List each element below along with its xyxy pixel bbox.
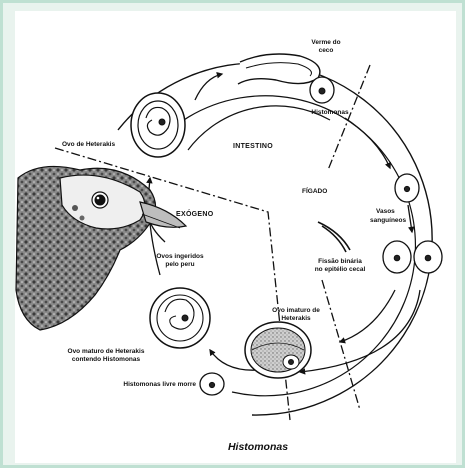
label-blood-vessels-line2: sanguíneos	[370, 217, 407, 224]
label-binary-fission-line2: no epitélio cecal	[315, 266, 366, 273]
section-exogenous: EXÓGENO	[176, 209, 214, 218]
section-intestine: INTESTINO	[233, 143, 273, 150]
blood-vessel-cell	[395, 174, 419, 202]
lower-right-boundary	[322, 280, 360, 410]
label-worm-line2: ceco	[319, 47, 334, 54]
label-mature-egg-line2: contendo Histomonas	[72, 356, 141, 363]
label-blood-vessels-line1: Vasos	[376, 208, 395, 215]
label-binary-fission-line1: Fissão binária	[318, 258, 362, 265]
label-eggs-ingested-line1: Ovos ingeridos	[156, 253, 204, 260]
liver-organ	[318, 222, 350, 252]
label-heterakis-egg: Ovo de Heterakis	[62, 141, 115, 148]
arrow-to-worm	[195, 74, 222, 100]
free-histomonas-cell	[200, 373, 224, 395]
binary-fission-cells	[383, 241, 442, 273]
arrow-fission-to-free	[300, 290, 420, 372]
immature-heterakis-egg	[245, 322, 311, 378]
label-worm-line1: Verme do	[311, 39, 340, 46]
label-eggs-ingested-line2: pelo peru	[165, 261, 194, 268]
label-mature-egg-line1: Ovo maturo de Heterakis	[68, 348, 145, 355]
mature-heterakis-egg	[150, 288, 210, 348]
label-free-histomonas: Histomonas livre morre	[123, 381, 196, 388]
arrow-worm-to-blood	[345, 118, 390, 168]
section-liver: FÍGADO	[302, 186, 327, 195]
cecal-worm	[238, 54, 334, 103]
label-histomonas-in-worm: Histomonas	[311, 109, 349, 116]
heterakis-egg-large	[131, 93, 185, 157]
label-immature-egg-line1: Ovo imaturo de	[272, 307, 320, 314]
label-immature-egg-line2: Heterakis	[281, 315, 311, 322]
diagram-title: Histomonas	[228, 441, 288, 453]
